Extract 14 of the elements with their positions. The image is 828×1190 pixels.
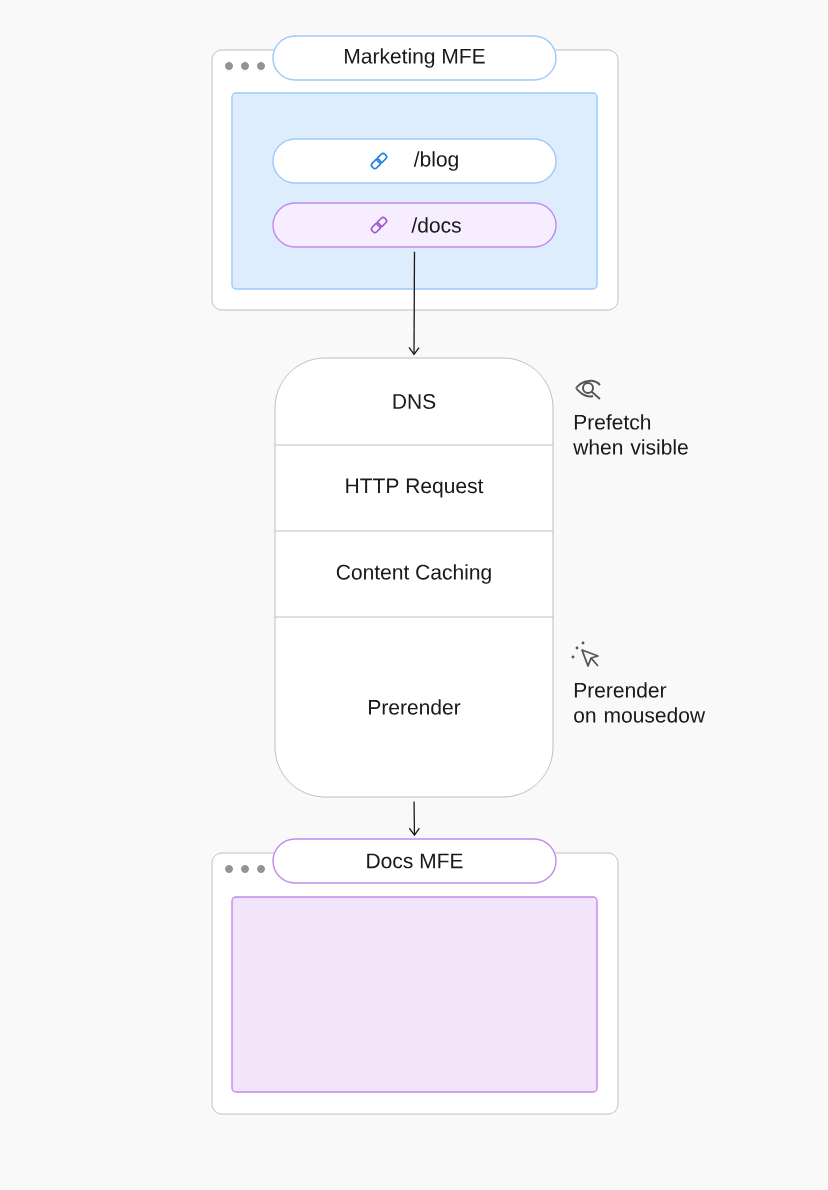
title-pill: Marketing MFE xyxy=(272,35,557,81)
link-pill: /blog xyxy=(272,138,557,184)
process-stack xyxy=(274,357,554,798)
arrow xyxy=(408,251,420,356)
link-pill: /docs xyxy=(272,202,557,248)
arrow xyxy=(408,800,421,837)
stack-step: Content Caching xyxy=(336,564,491,584)
stack-step: HTTP Request xyxy=(346,478,484,498)
side-note: Prefetch when visible xyxy=(573,414,688,455)
side-note: Prerender on mousedow xyxy=(574,682,706,723)
stack-step: Prerender xyxy=(369,699,461,715)
stack-step: DNS xyxy=(393,394,436,409)
title-pill: Docs MFE xyxy=(272,838,557,884)
content-panel xyxy=(231,896,598,1093)
